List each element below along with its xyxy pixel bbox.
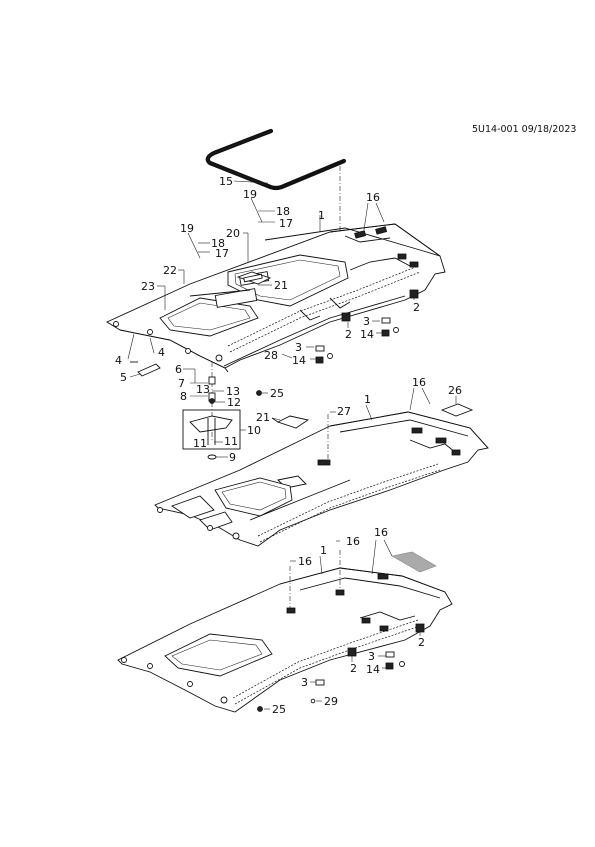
callout-15: 15 [219, 175, 233, 188]
document-id: 5U14-001 09/18/2023 [472, 124, 577, 135]
callout-8: 8 [180, 390, 187, 403]
dome-light-middle [271, 415, 310, 429]
callout-7: 7 [178, 377, 185, 390]
headliner-middle [154, 411, 489, 547]
callout-10: 10 [247, 424, 261, 437]
clip-parts-bottom-right [257, 623, 425, 712]
callout-13: 13 [196, 383, 210, 396]
callout-16: 16 [366, 191, 380, 204]
callout-13: 13 [226, 385, 240, 398]
callout-16: 16 [374, 526, 388, 539]
headliner-bottom [117, 550, 453, 713]
callout-14: 14 [360, 328, 374, 341]
callout-28: 28 [264, 349, 278, 362]
leader-lines [127, 180, 457, 710]
callout-2: 2 [413, 301, 420, 314]
callout-1: 1 [318, 209, 325, 222]
grab-handle-detail-box [182, 409, 241, 460]
headliner-top [106, 223, 446, 373]
clip-parts-top-right [315, 289, 419, 364]
callout-2: 2 [418, 636, 425, 649]
callout-1: 1 [364, 393, 371, 406]
callout-9: 9 [229, 451, 236, 464]
shaded-bracket [391, 551, 437, 573]
callout-3: 3 [368, 650, 375, 663]
callout-16: 16 [412, 376, 426, 389]
callout-6: 6 [175, 363, 182, 376]
callout-22: 22 [163, 264, 177, 277]
callout-2: 2 [350, 662, 357, 675]
callout-19: 19 [243, 188, 257, 201]
callout-12: 12 [227, 396, 241, 409]
callout-16: 16 [298, 555, 312, 568]
callout-17: 17 [279, 217, 293, 230]
callout-3: 3 [295, 341, 302, 354]
callout-4: 4 [158, 346, 165, 359]
bracket-top-right [440, 403, 474, 417]
callout-18: 18 [276, 205, 290, 218]
visor-clip-left [130, 361, 161, 377]
callout-4: 4 [115, 354, 122, 367]
callout-27: 27 [337, 405, 351, 418]
callout-19: 19 [180, 222, 194, 235]
callout-23: 23 [141, 280, 155, 293]
callout-29: 29 [324, 695, 338, 708]
callout-21: 21 [274, 279, 288, 292]
callout-3: 3 [301, 676, 308, 689]
callout-17: 17 [215, 247, 229, 260]
callout-25: 25 [270, 387, 284, 400]
callout-26: 26 [448, 384, 462, 397]
callout-11: 11 [193, 437, 207, 450]
dome-light-top [236, 271, 272, 285]
sunroof-seal [205, 128, 347, 191]
callout-5: 5 [120, 371, 127, 384]
callout-14: 14 [366, 663, 380, 676]
callout-1: 1 [320, 544, 327, 557]
callout-3: 3 [363, 315, 370, 328]
callout-14: 14 [292, 354, 306, 367]
callout-2: 2 [345, 328, 352, 341]
callout-18: 18 [211, 237, 225, 250]
callout-11: 11 [224, 435, 238, 448]
callout-25: 25 [272, 703, 286, 716]
callout-labels: 15 19 18 17 20 19 18 17 22 23 21 1 16 2 … [115, 175, 462, 716]
callout-16: 16 [346, 535, 360, 548]
callout-20: 20 [226, 227, 240, 240]
callout-21: 21 [256, 411, 270, 424]
